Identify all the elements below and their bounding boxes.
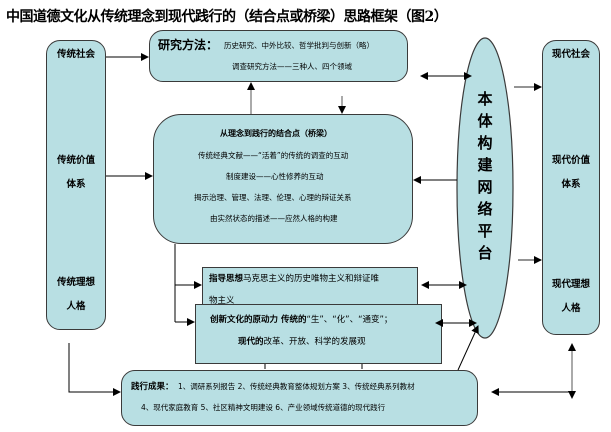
outcomes-heading: 践行成果： — [131, 382, 174, 392]
innovation-quotes: “生”、“化”、“通变”； — [306, 315, 393, 325]
innovation-line-1: 创新文化的原动力 传统的“生”、“化”、“通变”； — [210, 313, 392, 325]
diagram-title: 中国道德文化从传统理念到现代践行的（结合点或桥梁）思路框架（图2） — [6, 9, 448, 25]
traditional-ideal-label: 传统理想 — [56, 277, 95, 288]
platform-char-6: 络 — [477, 200, 493, 218]
bridge-line-4: 由实然状态的描述——应然人格的构建 — [210, 214, 338, 223]
research-methods-line1: 历史研究、中外比较、哲学批判与创新（略） — [224, 41, 374, 50]
outcomes-line-1: 1、调研系列报告 2、传统经典教育整体规划方案 3、传统经典系列教材 — [178, 382, 415, 391]
bridge-line-1: 传统经典文献——“活着”的传统的调查的互动 — [198, 151, 349, 160]
innovation-modern-text: 改革、开放、科学的发展观 — [263, 337, 366, 347]
innovation-box: 创新文化的原动力 传统的“生”、“化”、“通变”； 现代的改革、开放、科学的发展… — [195, 304, 442, 364]
platform-char-1: 本 — [477, 90, 493, 108]
research-methods-heading: 研究方法： — [158, 38, 219, 52]
platform-char-8: 台 — [477, 244, 493, 262]
bridge-line-2: 制度建设——心性修养的互动 — [226, 172, 324, 181]
modern-column: 现代社会 现代价值 体系 现代理想 人格 — [542, 40, 600, 335]
guiding-thought-text: 指导思想马克思主义的历史唯物主义和辩证唯 — [209, 272, 379, 284]
bridge-box: 从理念到践行的结合点（桥梁） 传统经典文献——“活着”的传统的调查的互动 制度建… — [153, 114, 413, 244]
connector-traditional-to-outcomes — [68, 343, 121, 396]
bridge-heading: 从理念到践行的结合点（桥梁） — [220, 129, 332, 138]
platform-label: 本 体 构 建 网 络 平 台 — [457, 88, 513, 264]
modern-society-label: 现代社会 — [551, 49, 590, 60]
traditional-society-label: 传统社会 — [56, 49, 95, 60]
modern-ideal-label-2: 人格 — [561, 303, 581, 314]
outcomes-box: 践行成果： 1、调研系列报告 2、传统经典教育整体规划方案 3、传统经典系列教材… — [121, 370, 478, 426]
research-methods-box: 研究方法： 历史研究、中外比较、哲学批判与创新（略） 调查研究方法——三种人、四… — [149, 30, 408, 82]
modern-values-label: 现代价值 — [551, 155, 590, 166]
traditional-column: 传统社会 传统价值 体系 传统理想 人格 — [46, 40, 106, 330]
platform-char-7: 平 — [477, 222, 493, 240]
platform-char-3: 构 — [477, 134, 493, 152]
bridge-line-3: 揭示治理、管理、法理、伦理、心理的辩证关系 — [194, 193, 352, 202]
platform-char-4: 建 — [477, 156, 493, 174]
innovation-line-2: 现代的改革、开放、科学的发展观 — [238, 335, 366, 347]
innovation-modern-label: 现代的 — [238, 337, 264, 347]
research-methods-line2: 调查研究方法——三种人、四个领域 — [232, 62, 352, 71]
platform-ellipse — [456, 37, 514, 339]
modern-ideal-label: 现代理想 — [551, 279, 590, 290]
guiding-thought-heading: 指导思想 — [209, 274, 244, 284]
platform-char-5: 网 — [477, 178, 493, 196]
platform-char-2: 体 — [477, 112, 493, 130]
traditional-ideal-label-2: 人格 — [66, 301, 86, 312]
arrow-outcomes-to-platform — [457, 325, 479, 371]
guiding-thought-content: 马克思主义的历史唯物主义和辩证唯 — [243, 274, 380, 284]
modern-values-label-2: 体系 — [561, 179, 581, 190]
outcomes-line-2: 4、现代家庭教育 5、社区精神文明建设 6、产业领域传统道德的现代践行 — [141, 403, 386, 412]
traditional-values-label: 传统价值 — [56, 155, 95, 166]
innovation-heading: 创新文化的原动力 传统的 — [210, 315, 307, 325]
traditional-values-label-2: 体系 — [66, 179, 86, 190]
guiding-thought-overflow: 物主义 — [209, 296, 235, 305]
